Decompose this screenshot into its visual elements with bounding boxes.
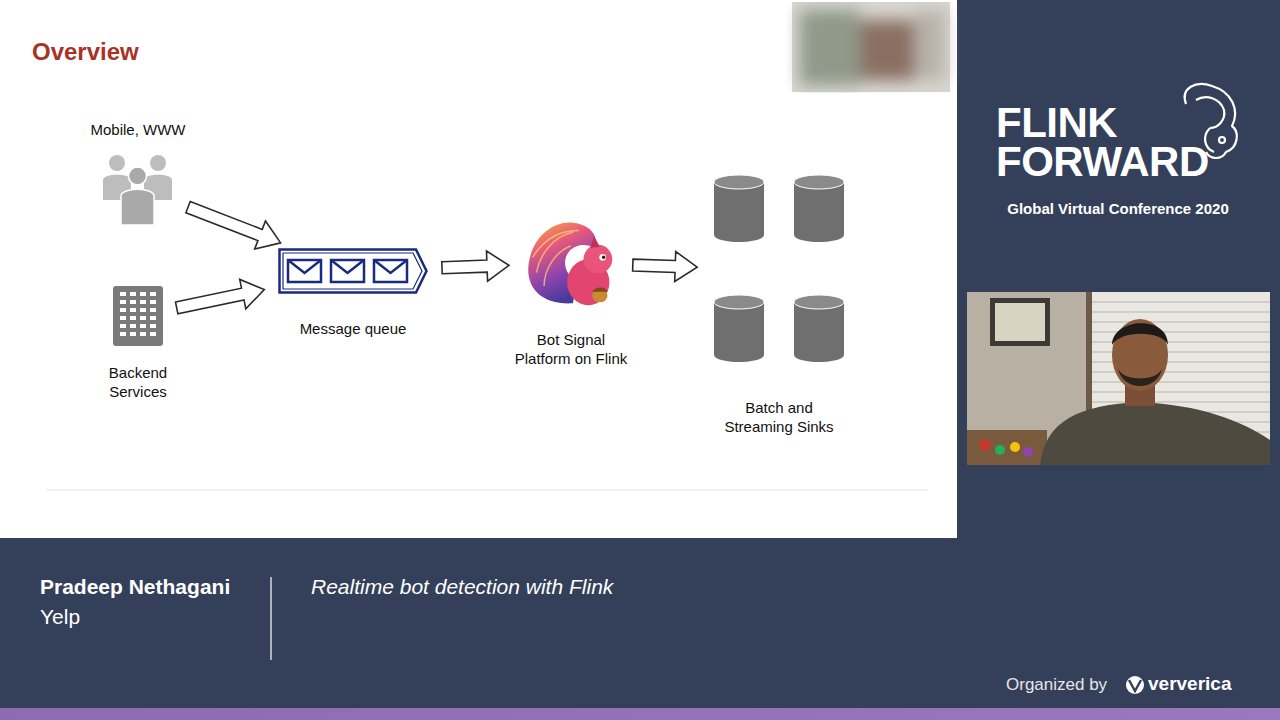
block-arrow (186, 202, 281, 250)
conference-logo-text: FLINK FORWARD (996, 103, 1226, 181)
node-label: Bot Signal Platform on Flink (510, 330, 632, 368)
divider-line (270, 577, 271, 660)
node-label: Batch and Streaming Sinks (719, 398, 839, 436)
database-cylinders (711, 175, 847, 365)
block-arrow (176, 279, 265, 313)
slide-title: Overview (32, 38, 139, 66)
slide-area (0, 0, 957, 538)
lower-third (0, 538, 1280, 708)
block-arrow (633, 252, 698, 282)
speaker-name: Pradeep Nethagani (40, 575, 230, 599)
flink-squirrel-logo (523, 215, 619, 311)
slide-rule (46, 490, 928, 491)
node-label: Message queue (278, 319, 428, 338)
users-icon (100, 150, 175, 225)
webcam-video (967, 292, 1270, 465)
queue-icon (278, 248, 428, 294)
organizer-logo-text: ververica (1148, 673, 1231, 695)
side-panel (957, 0, 1280, 538)
arrow-outline (442, 251, 509, 281)
arrow-outline (186, 202, 281, 250)
block-arrow (442, 251, 509, 281)
talk-title: Realtime bot detection with Flink (311, 575, 613, 599)
node-label: Backend Services (98, 363, 178, 401)
conference-subtitle: Global Virtual Conference 2020 (975, 200, 1261, 217)
message-queue: Message queue (278, 248, 428, 294)
server-icon (113, 286, 163, 346)
node-label: Mobile, WWW (78, 120, 198, 139)
organizer-caption: Organized by (1006, 675, 1107, 695)
blurred-thumbnail (792, 2, 950, 92)
backend-source: Backend Services (113, 286, 163, 346)
client-source: Mobile, WWW (100, 150, 175, 225)
arrow-outline (176, 279, 265, 313)
data-sinks: Batch and Streaming Sinks (711, 175, 847, 365)
ververica-logo-mark (1126, 676, 1144, 694)
flink-platform: Bot Signal Platform on Flink (523, 215, 619, 311)
arrow-outline (633, 252, 698, 282)
speaker-company: Yelp (40, 605, 80, 629)
purple-strip (0, 708, 1280, 720)
